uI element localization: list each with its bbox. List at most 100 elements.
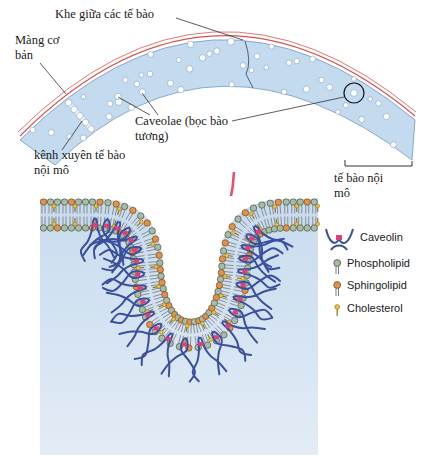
caveolin-protein [238, 255, 279, 287]
lipid-heads [40, 199, 319, 351]
lipid-head [47, 199, 53, 205]
lipid-tail [141, 231, 149, 235]
lipid-tail [225, 267, 233, 269]
leader-line [62, 121, 82, 150]
lipid-tail [128, 214, 132, 221]
lipid-tail [139, 226, 146, 231]
lipid-tail [179, 335, 181, 343]
caveola-vesicle [327, 84, 333, 90]
caveolin-symbol [326, 229, 353, 243]
lipid-tail [219, 300, 227, 303]
lipid-tail [224, 271, 232, 273]
caveolin-scaffold [92, 223, 97, 227]
lipid-tail [193, 325, 194, 333]
caveola-vesicle [229, 82, 234, 87]
highlight-circle [344, 83, 364, 103]
lipid-tail [70, 205, 71, 214]
caveolin-scaffold [243, 257, 248, 261]
caveolin-scaffold [104, 224, 109, 228]
lipid-tail [284, 205, 285, 214]
lipid-head [160, 286, 166, 292]
caveolin-scaffold [137, 286, 142, 290]
legend-item: Caveolin [360, 231, 403, 244]
cholesterol-head [219, 294, 223, 298]
lipid-tail [136, 256, 144, 257]
caveola-vesicle [147, 71, 153, 77]
lipid-head [290, 225, 296, 231]
caveola-vesicle [336, 110, 341, 115]
lipid-tail [84, 217, 85, 226]
membrane-guide [40, 215, 318, 335]
lipid-tail [196, 325, 197, 333]
lipid-tail [45, 205, 46, 214]
cholesterol-head [295, 222, 299, 226]
caveolin-protein [254, 226, 292, 266]
lipid-tail [80, 205, 81, 214]
caveolin-scaffold [237, 297, 242, 301]
cholesterol-head [275, 223, 279, 227]
lipid-tail [190, 337, 191, 345]
lipid-tail [84, 205, 85, 214]
lipid-tail [149, 275, 157, 276]
legend-text: Phospholipid [347, 257, 410, 269]
channel-vesicle [71, 106, 78, 113]
lipid-tail [105, 206, 107, 214]
lipid-tail [148, 257, 156, 258]
channel-vesicle [88, 126, 95, 133]
caveola-vesicle [343, 103, 348, 108]
lipid-tail [241, 220, 247, 226]
cholesterol-head [172, 317, 176, 321]
lipid-tail [190, 325, 191, 333]
caveolin-scaffold [233, 310, 238, 314]
caveola-vesicle [30, 127, 36, 133]
lipid-head [158, 273, 164, 279]
lipid-tail [66, 217, 67, 226]
cholesterol-head [52, 222, 56, 226]
lipid-head [283, 225, 289, 231]
caveolin-protein [229, 309, 272, 343]
lipid-head [68, 199, 74, 205]
sphingolipid-symbol [336, 288, 337, 296]
caveola-vesicle [351, 90, 358, 97]
lipid-head [144, 220, 150, 226]
lipid-head [221, 332, 227, 338]
caveolin-scaffold [245, 246, 250, 250]
lipid-head [311, 225, 317, 231]
lipid-tail [287, 216, 288, 225]
cholesterol-head [232, 231, 236, 235]
lipid-tail [312, 205, 313, 214]
caveolin-scaffold [134, 259, 139, 263]
lipid-head [82, 225, 88, 231]
lipid-head [283, 199, 289, 205]
lipid-head [75, 199, 81, 205]
lipid-tail [221, 291, 229, 293]
lipid-tail [287, 205, 288, 214]
lipid-tail [112, 207, 114, 215]
caveolin-coat [81, 219, 293, 382]
lipid-tail [63, 217, 64, 226]
caveola-vesicle [383, 113, 389, 119]
cholesterol-head [200, 322, 204, 326]
lipid-tail [223, 285, 231, 287]
lipid-tail [261, 221, 265, 229]
lipid-tail [267, 219, 269, 227]
lipid-tail [59, 205, 60, 214]
caveola-vesicle [106, 114, 112, 120]
lipid-tail [271, 218, 272, 226]
lipid-tail [133, 242, 141, 245]
cholesterol-head [316, 204, 320, 208]
caveolin-scaffold [115, 226, 120, 230]
caveola-vesicle [186, 66, 192, 72]
leader-line [40, 63, 66, 94]
cholesterol-head [117, 207, 121, 211]
caveola-vesicle [167, 80, 173, 86]
lipid-head [61, 225, 67, 231]
lipid-head [82, 199, 88, 205]
lipid-tail [280, 217, 282, 225]
lipid-head [113, 201, 119, 207]
lipid-head [229, 223, 235, 229]
transendothelial-channel [69, 103, 91, 129]
caveola-vesicle [128, 104, 134, 110]
